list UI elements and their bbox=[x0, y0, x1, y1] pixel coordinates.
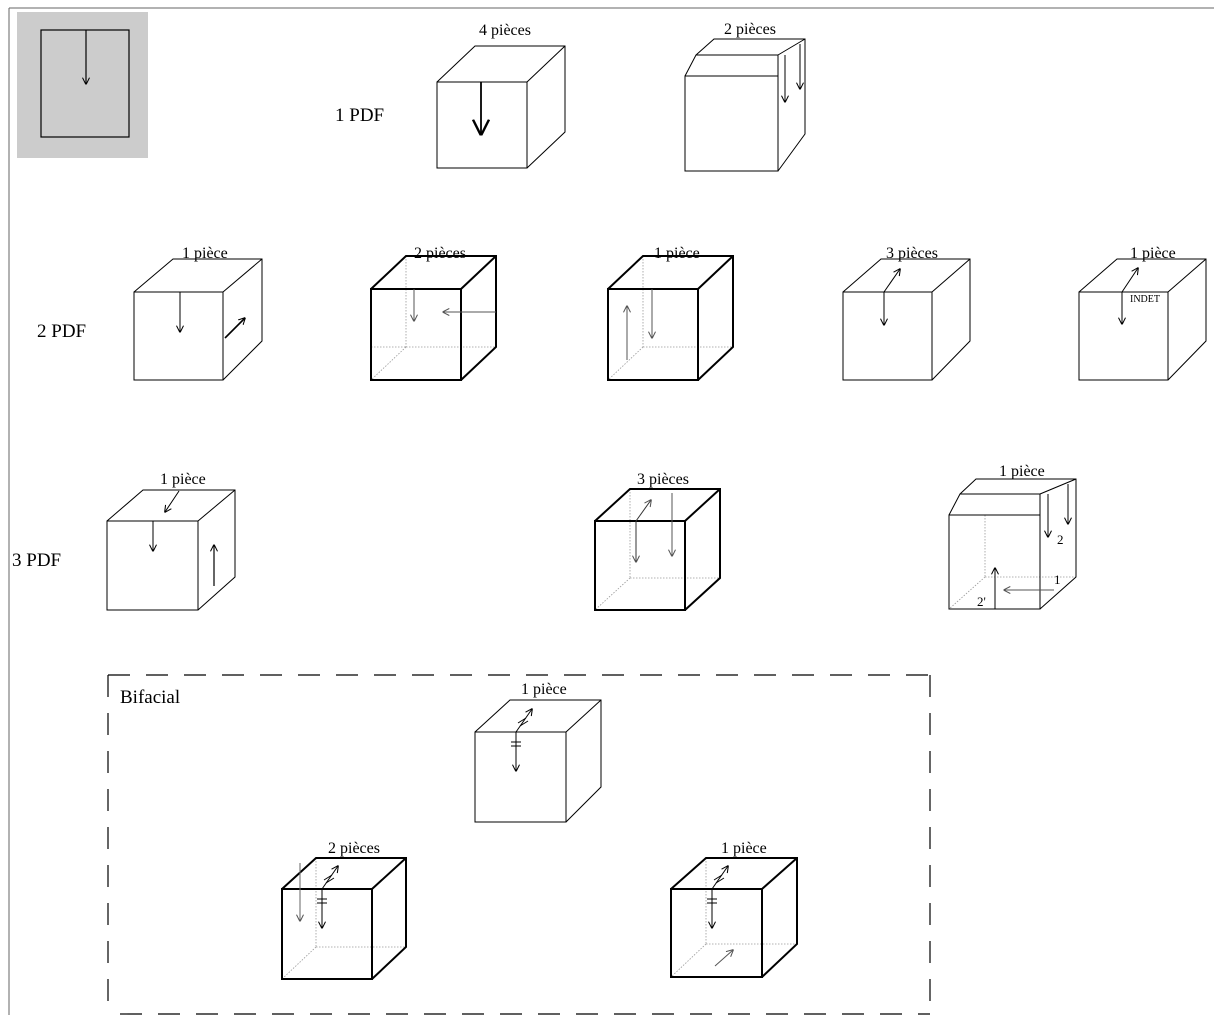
cube-label: 4 pièces bbox=[479, 22, 531, 39]
legend-swatch bbox=[17, 12, 148, 158]
cube-bifacial-1 bbox=[474, 699, 602, 823]
row-label-1pdf: 1 PDF bbox=[335, 105, 384, 126]
page-frame bbox=[8, 7, 1214, 1015]
vector-label-2: 2 bbox=[1057, 532, 1064, 547]
bifacial-label: Bifacial bbox=[120, 687, 180, 708]
cube-label: 1 pièce bbox=[999, 463, 1045, 480]
row-label-2pdf: 2 PDF bbox=[37, 321, 86, 342]
cube-label: 3 pièces bbox=[637, 471, 689, 488]
cube-2pdf-4 bbox=[842, 258, 971, 381]
cube-label: 1 pièce bbox=[654, 245, 700, 262]
cube-label: 1 pièce bbox=[182, 245, 228, 262]
cube-1pdf-b bbox=[684, 38, 806, 172]
cube-label: 1 pièce bbox=[1130, 245, 1176, 262]
cube-label: 2 pièces bbox=[414, 245, 466, 262]
bifacial-frame bbox=[107, 674, 931, 1015]
cube-3pdf-3 bbox=[948, 478, 1077, 610]
cube-2pdf-2 bbox=[370, 255, 497, 381]
row-label-3pdf: 3 PDF bbox=[12, 550, 61, 571]
cube-label: 1 pièce bbox=[160, 471, 206, 488]
cube-3pdf-1 bbox=[106, 489, 236, 611]
vector-label-1: 1 bbox=[1054, 572, 1061, 587]
cube-2pdf-3 bbox=[607, 255, 734, 381]
cube-2pdf-1 bbox=[133, 258, 263, 381]
vector-label-2prime: 2' bbox=[977, 594, 986, 609]
cube-2pdf-5 bbox=[1078, 258, 1207, 381]
cube-bifacial-2 bbox=[281, 857, 407, 980]
cube-label: 2 pièces bbox=[328, 840, 380, 857]
cube-label: 1 pièce bbox=[521, 681, 567, 698]
cube-label: 2 pièces bbox=[724, 21, 776, 38]
cube-label: 3 pièces bbox=[886, 245, 938, 262]
cube-3pdf-2 bbox=[594, 488, 721, 611]
indet-annotation: INDET bbox=[1130, 294, 1160, 305]
cube-label: 1 pièce bbox=[721, 840, 767, 857]
cube-1pdf-a bbox=[436, 45, 566, 169]
cube-bifacial-3 bbox=[670, 857, 798, 978]
